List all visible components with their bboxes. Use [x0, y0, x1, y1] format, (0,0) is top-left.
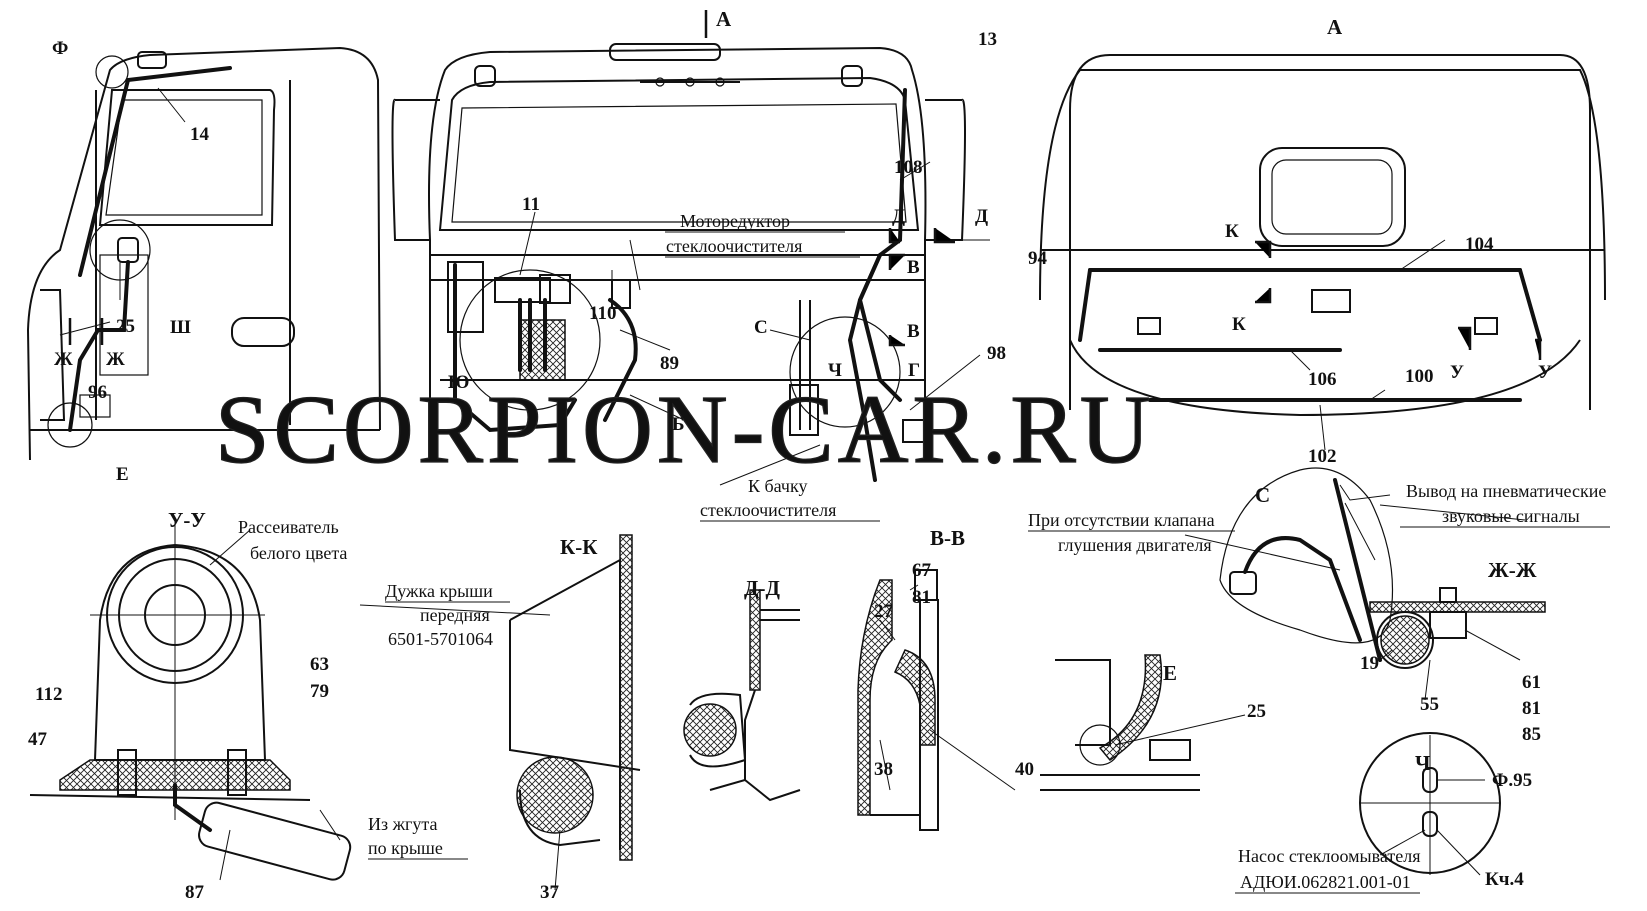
- detail-ch: [1359, 732, 1501, 875]
- callout-67: 67: [912, 560, 932, 581]
- callout-40: 40: [1015, 759, 1034, 780]
- callout-63: 63: [310, 654, 329, 675]
- callout-81-vv: 81: [912, 587, 931, 608]
- section-dd: [683, 589, 801, 802]
- section-kk-title: К-К: [560, 535, 598, 559]
- callout-d-left: Д: [892, 206, 905, 227]
- callout-27: 27: [874, 601, 894, 622]
- callout-f95: Ф.95: [1492, 770, 1532, 791]
- callout-g: Г: [908, 360, 920, 381]
- section-vv-title: В-В: [930, 526, 965, 550]
- callout-zh-left: Ж: [54, 349, 73, 370]
- note-diffuser-line1: Рассеиватель: [238, 517, 339, 537]
- callout-81-zhzh: 81: [1522, 698, 1541, 719]
- callout-13: 13: [978, 29, 997, 50]
- callout-89: 89: [660, 353, 679, 374]
- callout-19: 19: [1360, 653, 1379, 674]
- note-motor-line2: стеклоочистителя: [666, 236, 802, 256]
- callout-108: 108: [894, 157, 923, 178]
- note-motor-line1: Моторедуктор: [680, 211, 790, 231]
- callout-87: 87: [185, 882, 205, 903]
- section-zhzh-title: Ж-Ж: [1488, 558, 1537, 582]
- callout-d-right: Д: [975, 206, 988, 227]
- callout-55: 55: [1420, 694, 1439, 715]
- section-dd-title: Д-Д: [744, 576, 780, 600]
- callout-v-bottom: В: [907, 321, 920, 342]
- callout-38: 38: [874, 759, 893, 780]
- note-valve-line2: глушения двигателя: [1058, 535, 1212, 555]
- callout-kch4: Кч.4: [1485, 869, 1524, 890]
- section-kk: [509, 534, 641, 861]
- cab-rear-view-a: [1039, 54, 1606, 417]
- leader-lines: [119, 87, 1526, 891]
- view-arrow-a-label: А: [716, 7, 732, 31]
- callout-ch: Ч: [828, 360, 842, 381]
- callout-100: 100: [1405, 366, 1434, 387]
- callout-v-top: В: [907, 257, 920, 278]
- callout-110: 110: [589, 303, 616, 324]
- callout-47: 47: [28, 729, 48, 750]
- note-roof-line2: передняя: [420, 605, 490, 625]
- note-pneumo-line2: звуковые сигналы: [1442, 506, 1580, 526]
- cab-front-view: [391, 43, 966, 482]
- detail-c-balloon: [1219, 467, 1394, 662]
- note-tank-line2: стеклоочистителя: [700, 500, 836, 520]
- section-vv: [857, 569, 939, 831]
- callout-102: 102: [1308, 446, 1337, 467]
- note-tank-line1: К бачку: [748, 476, 807, 496]
- callout-25-e: 25: [1247, 701, 1266, 722]
- note-pump-line2: АДЮИ.062821.001-01: [1240, 872, 1411, 892]
- note-harness-line1: Из жгута: [368, 814, 438, 834]
- callout-e: Е: [116, 464, 129, 485]
- callout-106: 106: [1308, 369, 1337, 390]
- callout-b: Б: [672, 414, 685, 435]
- note-harness-line2: по крыше: [368, 838, 443, 858]
- callout-11: 11: [522, 194, 540, 215]
- detail-ch-title: Ч: [1415, 751, 1431, 775]
- view-a-title: А: [1327, 15, 1343, 39]
- callout-104: 104: [1465, 234, 1494, 255]
- callout-79: 79: [310, 681, 329, 702]
- watermark: SCORPION-CAR.RU: [215, 376, 1154, 484]
- section-uu: [29, 520, 352, 881]
- detail-c-title: С: [1255, 483, 1270, 507]
- callout-k-bottom: К: [1232, 314, 1246, 335]
- note-pump-line1: Насос стеклоомывателя: [1238, 846, 1421, 866]
- callout-25: 25: [116, 316, 135, 337]
- callout-61: 61: [1522, 672, 1541, 693]
- callout-sh: Ш: [170, 317, 191, 338]
- callout-u-left: У: [1450, 362, 1464, 383]
- callout-u-right: У: [1538, 362, 1552, 383]
- note-roof-line1: Дужка крыши: [385, 581, 493, 601]
- callout-94: 94: [1028, 248, 1048, 269]
- callout-112: 112: [35, 684, 62, 705]
- note-roof-line3: 6501-5701064: [388, 629, 493, 649]
- callout-zh-right: Ж: [106, 349, 125, 370]
- callout-f: Ф: [52, 38, 68, 59]
- callout-37: 37: [540, 882, 560, 903]
- section-uu-title: У-У: [168, 508, 206, 532]
- callout-14: 14: [190, 124, 210, 145]
- detail-e-title: Е: [1163, 661, 1177, 685]
- note-valve-line1: При отсутствии клапана: [1028, 510, 1215, 530]
- section-zhzh: [1369, 587, 1546, 669]
- note-diffuser-line2: белого цвета: [250, 543, 347, 563]
- cab-side-view: [26, 46, 381, 461]
- callout-96: 96: [88, 382, 107, 403]
- callout-yu: Ю: [448, 372, 469, 393]
- callout-c: С: [754, 317, 768, 338]
- detail-e: [1040, 654, 1200, 791]
- callout-k-top: К: [1225, 221, 1239, 242]
- callout-85: 85: [1522, 724, 1541, 745]
- callout-98: 98: [987, 343, 1006, 364]
- note-pneumo-line1: Вывод на пневматические: [1406, 481, 1606, 501]
